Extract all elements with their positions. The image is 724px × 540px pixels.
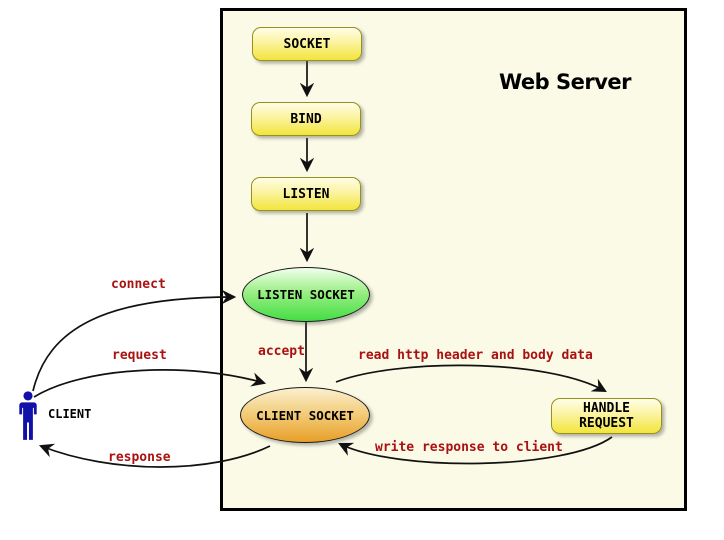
node-handle-request-label: HANDLE REQUEST — [579, 401, 634, 431]
node-listen-socket-label: LISTEN SOCKET — [257, 287, 355, 302]
node-socket: SOCKET — [252, 27, 362, 61]
node-client-label: CLIENT — [48, 407, 92, 421]
edge-label-write-response: write response to client — [375, 440, 563, 455]
node-listen: LISTEN — [251, 177, 361, 211]
node-bind-label: BIND — [290, 111, 322, 127]
node-socket-label: SOCKET — [283, 36, 331, 52]
node-listen-label: LISTEN — [282, 186, 330, 202]
node-handle-request: HANDLE REQUEST — [551, 398, 662, 434]
edge-label-response: response — [108, 450, 171, 465]
node-listen-socket: LISTEN SOCKET — [242, 267, 370, 322]
diagram-title: Web Server — [498, 70, 632, 94]
edge-label-accept: accept — [258, 344, 305, 359]
edge-label-read-http: read http header and body data — [358, 348, 593, 363]
node-bind: BIND — [251, 102, 361, 136]
edge-connect — [32, 289, 237, 392]
client-person-icon — [19, 391, 37, 440]
edge-label-request: request — [112, 348, 167, 363]
node-client-socket-label: CLIENT SOCKET — [256, 407, 354, 423]
edge-label-connect: connect — [111, 277, 166, 292]
node-client-socket: CLIENT SOCKET — [240, 387, 370, 443]
